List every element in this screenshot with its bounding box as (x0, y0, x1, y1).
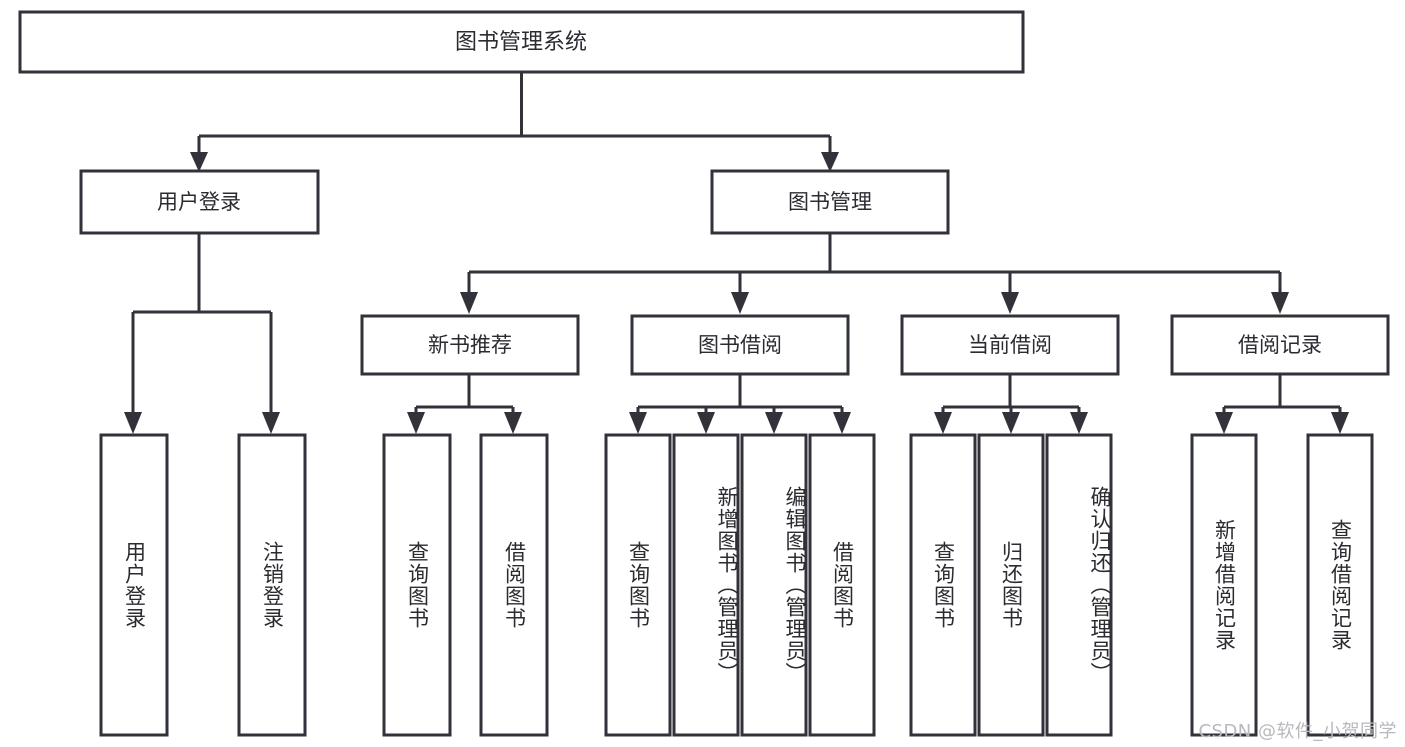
leaf-box-borrow-book-2[interactable] (808, 433, 876, 737)
node-book-borrow-label: 图书借阅 (698, 333, 782, 357)
arrow-head-leaf-query-book-2 (629, 412, 647, 434)
arrow-head-leaf-user-login (124, 412, 142, 434)
node-new-book-recommend-label: 新书推荐 (428, 333, 512, 357)
node-book-manage-box[interactable] (710, 169, 950, 235)
arrow-head-leaf-query-record (1331, 412, 1349, 434)
node-book-manage[interactable]: 图书管理 (710, 169, 950, 235)
arrow-head-leaf-logout (262, 412, 280, 434)
arrow-head-book-manage (821, 152, 839, 172)
arrow-head-leaf-return-book (1002, 412, 1020, 434)
csdn-watermark: CSDN @软件_小贺同学 (1198, 721, 1397, 742)
node-root-box[interactable] (18, 10, 1025, 74)
arrow-head-leaf-borrow-book-1 (504, 412, 522, 434)
node-borrow-record[interactable]: 借阅记录 (1170, 314, 1390, 376)
arrow-head-user-login (190, 152, 208, 172)
leaf-box-edit-book[interactable] (740, 433, 808, 737)
node-borrow-record-label: 借阅记录 (1238, 333, 1322, 357)
leaf-box-query-record[interactable] (1306, 433, 1374, 737)
node-current-borrow[interactable]: 当前借阅 (900, 314, 1120, 376)
node-user-login-box[interactable] (79, 169, 320, 235)
leaf-box-query-book-1[interactable] (382, 433, 452, 737)
leaf-box-logout[interactable] (237, 433, 307, 737)
node-borrow-record-box[interactable] (1170, 314, 1390, 376)
arrow-head-leaf-edit-book (765, 412, 783, 434)
node-user-login-label: 用户登录 (157, 190, 241, 214)
arrow-head-new-book-recommend (460, 292, 478, 314)
arrow-head-leaf-add-record (1215, 412, 1233, 434)
leaf-box-query-book-2[interactable] (604, 433, 672, 737)
arrow-head-leaf-add-book (697, 412, 715, 434)
node-book-manage-label: 图书管理 (788, 190, 872, 214)
node-book-borrow-box[interactable] (630, 314, 850, 376)
arrow-head-leaf-query-book-1 (407, 412, 425, 434)
node-new-book-recommend[interactable]: 新书推荐 (360, 314, 580, 376)
arrow-head-leaf-confirm-return (1070, 412, 1088, 434)
arrow-head-book-borrow (731, 292, 749, 314)
leaf-box-confirm-return[interactable] (1045, 433, 1113, 737)
node-root[interactable]: 图书管理系统 (18, 10, 1025, 74)
node-new-book-recommend-box[interactable] (360, 314, 580, 376)
node-user-login[interactable]: 用户登录 (79, 169, 320, 235)
leaf-box-return-book[interactable] (977, 433, 1045, 737)
leaf-box-add-book[interactable] (672, 433, 740, 737)
arrow-head-current-borrow (1001, 292, 1019, 314)
arrow-head-borrow-record (1271, 292, 1289, 314)
node-root-label: 图书管理系统 (455, 30, 587, 55)
leaf-box-borrow-book-1[interactable] (479, 433, 549, 737)
leaf-box-add-record[interactable] (1190, 433, 1258, 737)
leaf-box-user-login[interactable] (99, 433, 169, 737)
connector-group (124, 72, 1349, 434)
node-book-borrow[interactable]: 图书借阅 (630, 314, 850, 376)
leaf-box-query-book-3[interactable] (909, 433, 977, 737)
node-current-borrow-box[interactable] (900, 314, 1120, 376)
arrow-head-leaf-query-book-3 (934, 412, 952, 434)
node-current-borrow-label: 当前借阅 (968, 333, 1052, 357)
arrow-head-leaf-borrow-book-2 (833, 412, 851, 434)
